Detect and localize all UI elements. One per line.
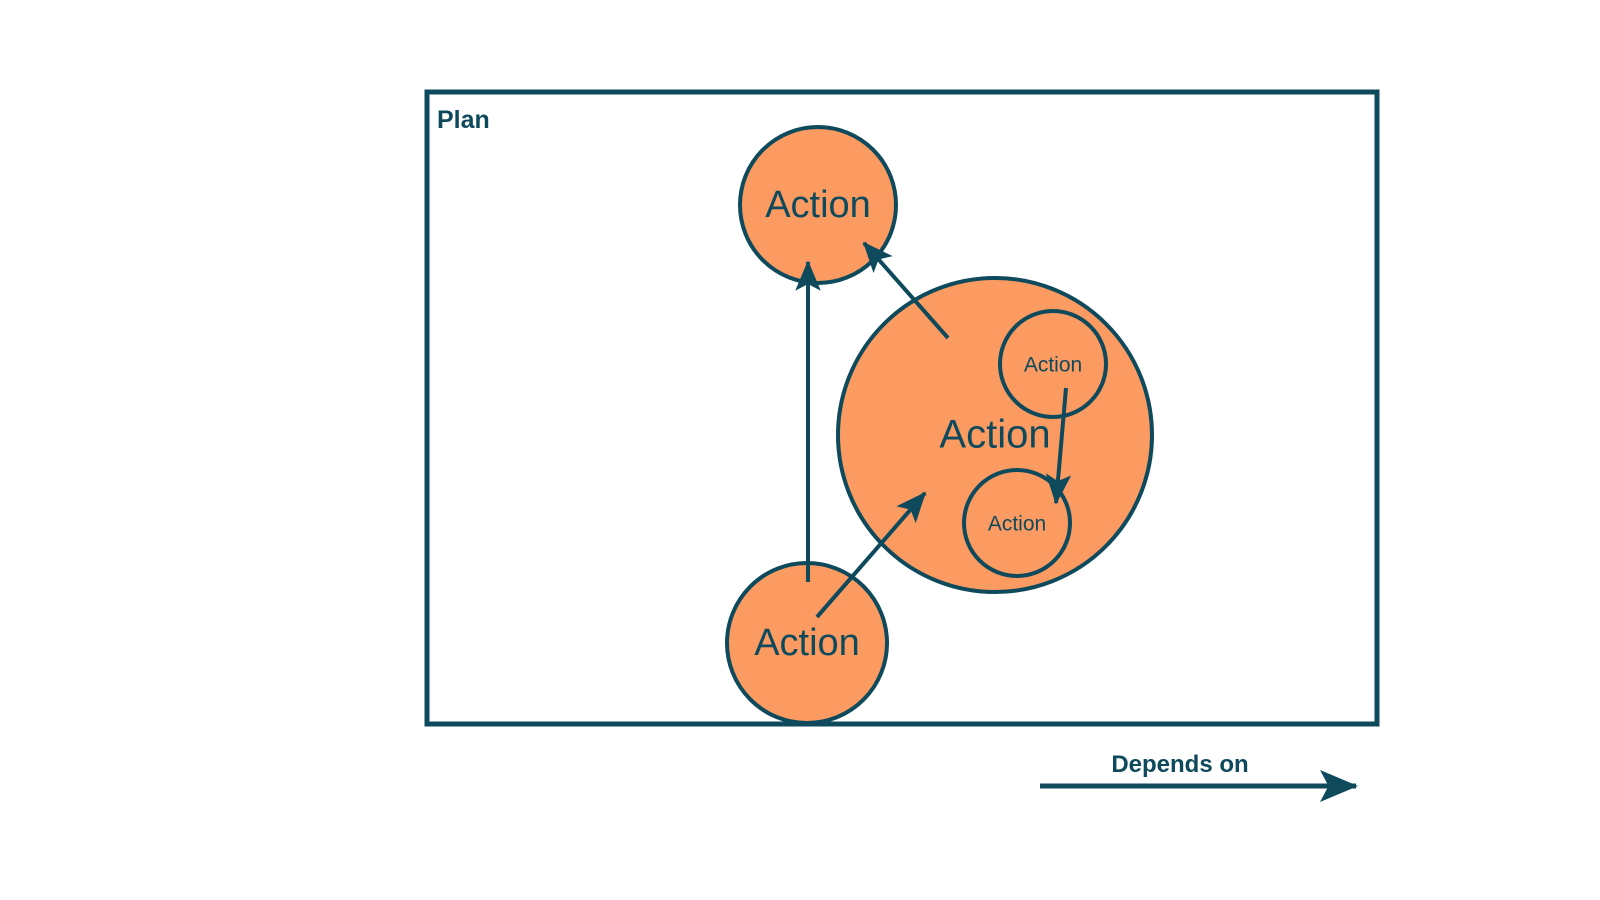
node-action-nested-upper[interactable]: Action bbox=[998, 309, 1108, 419]
edge-bottom-to-group-arrow[interactable] bbox=[815, 491, 927, 619]
node-action-top[interactable]: Action bbox=[738, 125, 898, 285]
node-action-group[interactable]: Action Action Action bbox=[836, 276, 1154, 594]
edge-nested-upper-to-lower-arrow[interactable] bbox=[1045, 387, 1072, 505]
plan-container-border bbox=[424, 89, 1380, 727]
legend-depends-on: Depends on bbox=[1040, 751, 1359, 802]
action-nested-upper-label: Action bbox=[1024, 354, 1082, 377]
dependency-edges bbox=[795, 241, 1072, 619]
node-action-bottom[interactable]: Action bbox=[725, 561, 889, 725]
action-nested-lower-label: Action bbox=[988, 513, 1046, 536]
legend-label: Depends on bbox=[1111, 751, 1248, 778]
plan-container[interactable]: Plan bbox=[424, 89, 1380, 727]
node-action-nested-lower[interactable]: Action bbox=[962, 468, 1072, 578]
action-nested-upper-circle bbox=[998, 309, 1108, 419]
plan-container-title: Plan bbox=[437, 106, 490, 134]
action-top-label: Action bbox=[765, 184, 871, 226]
action-group-label: Action bbox=[939, 413, 1050, 457]
action-bottom-label: Action bbox=[754, 622, 860, 664]
edge-group-to-top-arrow[interactable] bbox=[862, 241, 950, 340]
action-nested-lower-circle bbox=[962, 468, 1072, 578]
